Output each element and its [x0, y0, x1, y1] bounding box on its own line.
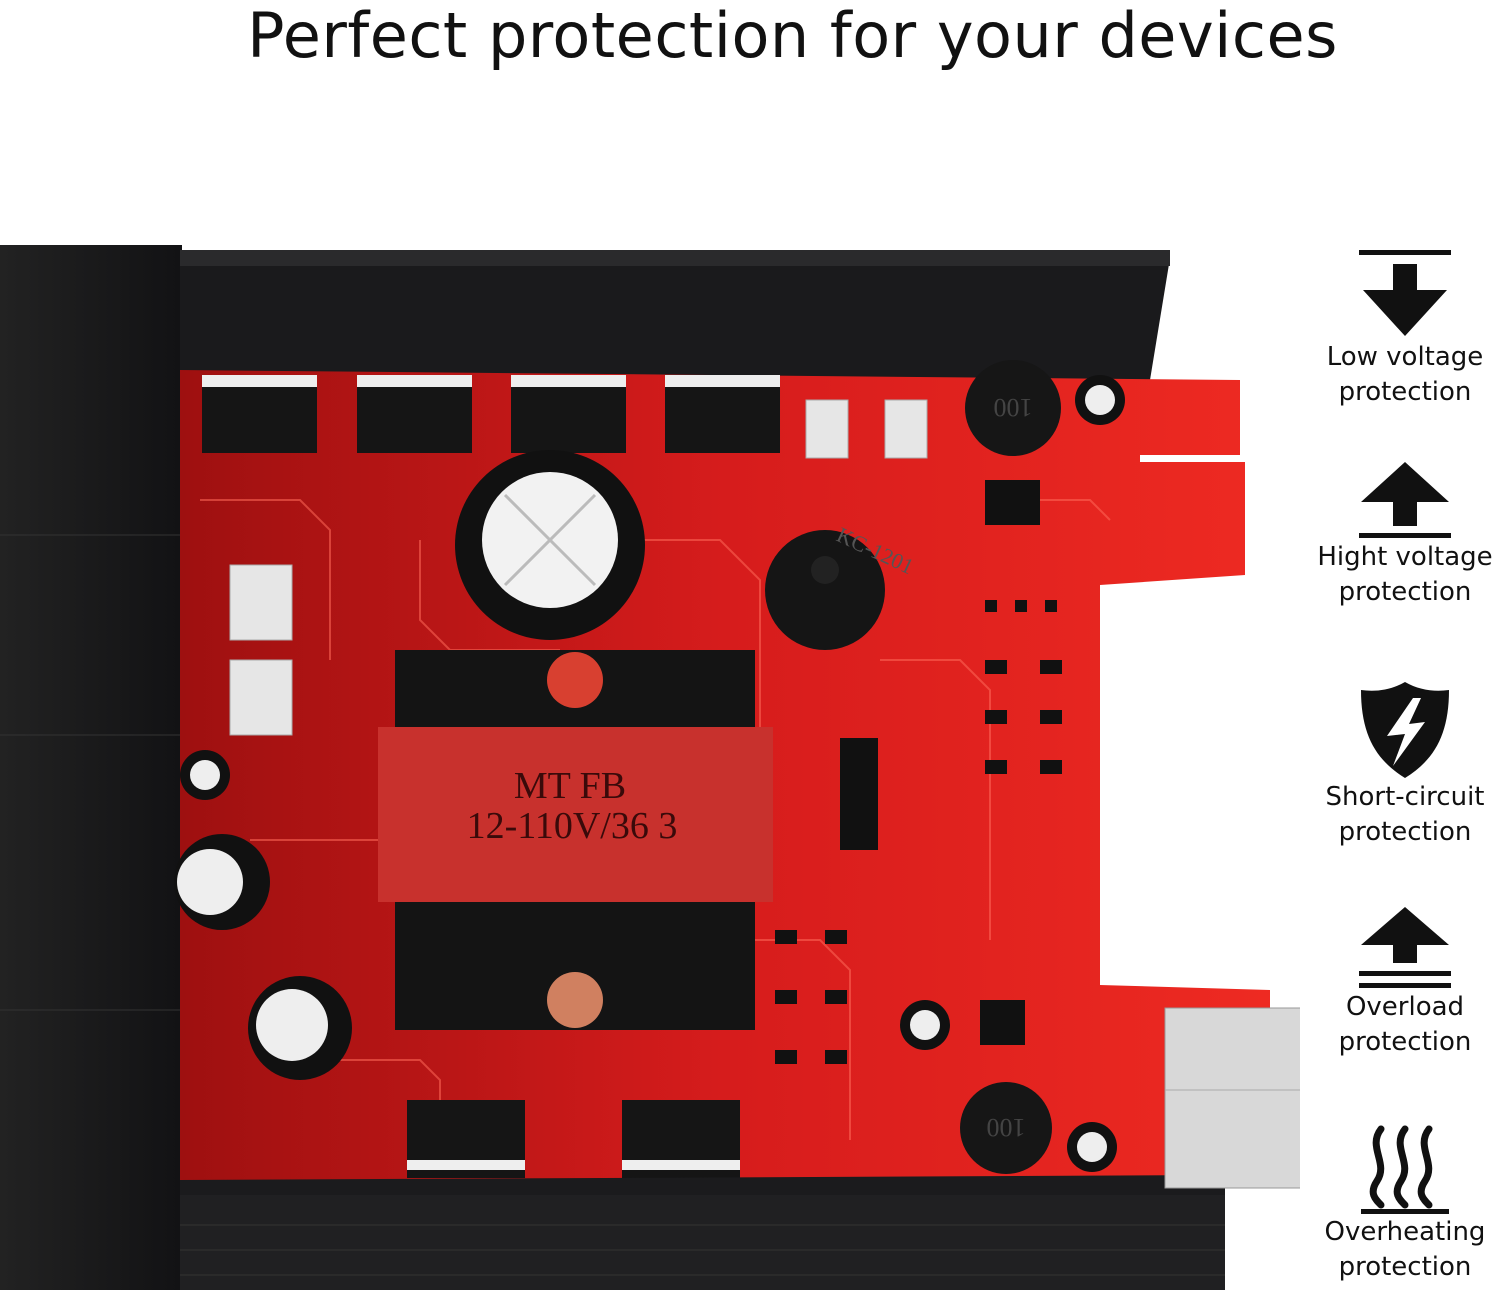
- transformer-label-2: 12-110V/36 3: [467, 805, 678, 847]
- feature-label: protection: [1338, 377, 1472, 407]
- inductor-top-label: 100: [994, 393, 1033, 422]
- feature-label: protection: [1338, 577, 1472, 607]
- inductor-bottom-label: 100: [987, 1113, 1026, 1142]
- feature-label: protection: [1338, 1252, 1472, 1282]
- usb-port: [1164, 1007, 1300, 1189]
- feature-label: Overload: [1345, 992, 1465, 1022]
- heatsink-top: [180, 250, 1170, 380]
- feature-label: protection: [1338, 817, 1472, 847]
- feature-high-voltage: Hight voltage protection: [1300, 460, 1500, 610]
- housing-left: [0, 245, 182, 1290]
- feature-overload: Overload protection: [1300, 905, 1500, 1060]
- feature-low-voltage: Low voltage protection: [1300, 250, 1500, 410]
- feature-label: Overheating: [1324, 1217, 1486, 1247]
- page-title: Perfect protection for your devices: [247, 0, 1338, 72]
- feature-short-circuit: Short-circuit protection: [1300, 680, 1500, 850]
- feature-label: Low voltage: [1326, 342, 1484, 372]
- transformer-label-1: MT FB: [514, 765, 626, 807]
- heat-waves-icon: [1361, 1125, 1449, 1214]
- high-voltage-arrow-up-icon: [1359, 462, 1451, 538]
- feature-overheating: Overheating protection: [1300, 1125, 1500, 1285]
- feature-label: Short-circuit: [1325, 782, 1485, 812]
- feature-label: protection: [1338, 1027, 1472, 1057]
- feature-label: Hight voltage: [1317, 542, 1493, 572]
- low-voltage-arrow-down-icon: [1359, 250, 1451, 336]
- shield-lightning-icon: [1361, 682, 1449, 778]
- overload-arrow-up-icon: [1359, 907, 1451, 988]
- inverter-board-image: 100 KC-1201 MT FB 12-110V/36 3 100: [0, 245, 1300, 1290]
